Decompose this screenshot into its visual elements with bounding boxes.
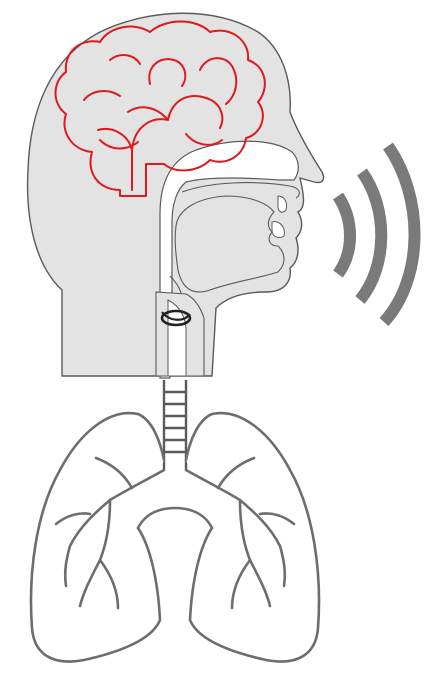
trachea-icon [164,380,186,470]
left-lung [31,413,164,661]
sound-wave-medium [360,172,381,300]
sound-wave-large [384,146,415,322]
heart-notch [138,508,212,528]
sound-waves-icon [338,146,415,322]
lungs-icon [31,413,319,661]
sound-wave-small [338,196,350,274]
larynx-icon [156,292,204,376]
right-lung [186,413,319,661]
